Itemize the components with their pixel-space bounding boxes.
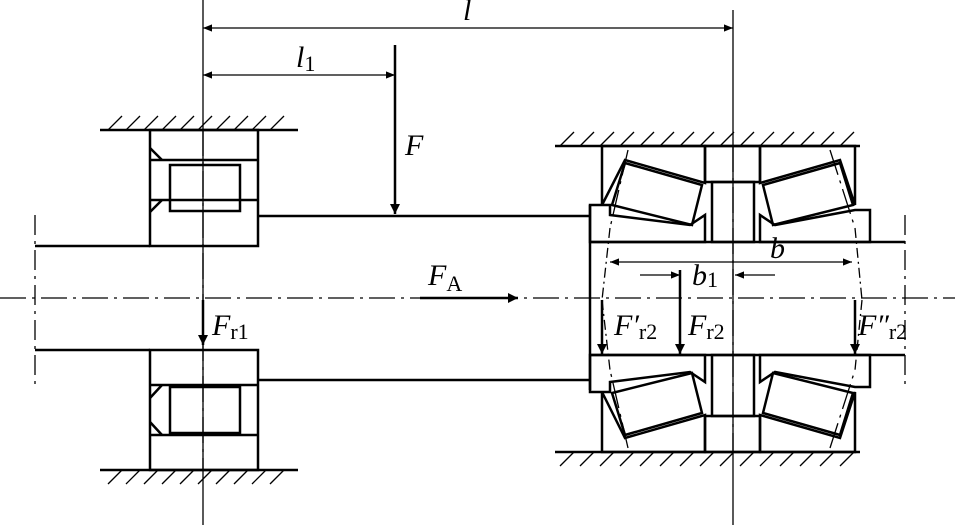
label-Fr2: Fr2 [687,309,725,344]
label-l1: l1 [296,41,315,76]
label-b: b [770,232,785,265]
label-Fr2p: F′r2 [613,309,657,344]
label-l: l [463,0,471,27]
left-bearing-top [148,128,260,248]
label-FA: FA [427,259,462,296]
label-Fr2pp: F″r2 [857,309,907,344]
label-F: F [404,129,424,162]
right-bearings-top [588,144,872,244]
left-housing-bottom [100,468,298,485]
label-Fr1: Fr1 [211,309,249,344]
left-housing-top [100,115,298,132]
right-housing-bottom [555,450,860,467]
label-b1: b1 [692,259,718,292]
left-bearing-bottom [148,348,260,472]
right-bearings-bottom [588,353,872,454]
right-housing-top [555,131,860,148]
